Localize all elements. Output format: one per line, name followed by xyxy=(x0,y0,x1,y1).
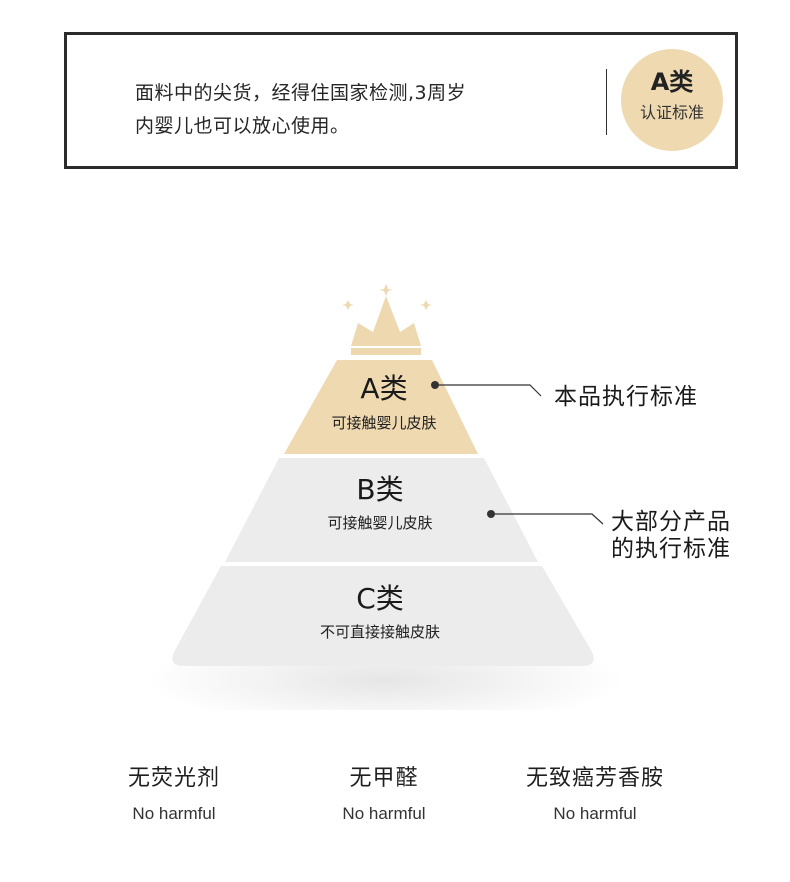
tier-b: B类 可接触婴儿皮肤 xyxy=(300,473,460,533)
tier-a-title: A类 xyxy=(360,372,408,405)
crown-icon xyxy=(342,284,432,355)
tier-c-title: C类 xyxy=(356,582,404,615)
callout-b-label-line-1: 大部分产品 xyxy=(611,509,731,535)
info-box: 面料中的尖货，经得住国家检测,3周岁 内婴儿也可以放心使用。 A类 认证标准 xyxy=(64,32,738,169)
info-line-2: 内婴儿也可以放心使用。 xyxy=(135,115,350,137)
tier-b-shape xyxy=(225,458,538,562)
tier-c: C类 不可直接接触皮肤 xyxy=(280,582,480,642)
pyramid-graphic xyxy=(145,284,625,710)
tier-a: A类 可接触婴儿皮肤 xyxy=(304,372,464,433)
callout-b-connector xyxy=(487,510,604,525)
callout-a-connector xyxy=(431,381,542,397)
feature-no-carcinogenic-amine: 无致癌芳香胺 No harmful xyxy=(485,764,705,824)
feature-subtitle: No harmful xyxy=(342,804,426,823)
callout-a-label: 本品执行标准 xyxy=(554,384,698,410)
feature-no-formaldehyde: 无甲醛 No harmful xyxy=(274,764,494,824)
feature-subtitle: No harmful xyxy=(553,804,637,823)
feature-title: 无致癌芳香胺 xyxy=(525,766,664,791)
tier-c-shape xyxy=(172,566,594,666)
tier-b-subtitle: 可接触婴儿皮肤 xyxy=(327,514,433,532)
feature-title: 无荧光剂 xyxy=(127,766,220,791)
tier-c-subtitle: 不可直接接触皮肤 xyxy=(319,623,440,641)
tier-a-shape xyxy=(284,360,478,454)
info-description: 面料中的尖货，经得住国家检测,3周岁 内婴儿也可以放心使用。 xyxy=(135,77,565,143)
tier-a-subtitle: 可接触婴儿皮肤 xyxy=(331,414,437,432)
certification-badge: A类 认证标准 xyxy=(621,49,723,151)
standard-pyramid: A类 可接触婴儿皮肤 B类 可接触婴儿皮肤 C类 不可直接接触皮肤 本品执行标准… xyxy=(0,280,790,710)
info-line-1: 面料中的尖货，经得住国家检测,3周岁 xyxy=(135,82,467,104)
info-divider xyxy=(606,69,607,135)
callout-b-label-line-2: 的执行标准 xyxy=(611,536,731,562)
tier-b-title: B类 xyxy=(356,473,404,506)
feature-no-fluorescent: 无荧光剂 No harmful xyxy=(64,764,284,824)
feature-subtitle: No harmful xyxy=(132,804,216,823)
badge-subtitle: 认证标准 xyxy=(639,103,704,122)
badge-title: A类 xyxy=(650,68,694,96)
feature-title: 无甲醛 xyxy=(349,766,419,791)
